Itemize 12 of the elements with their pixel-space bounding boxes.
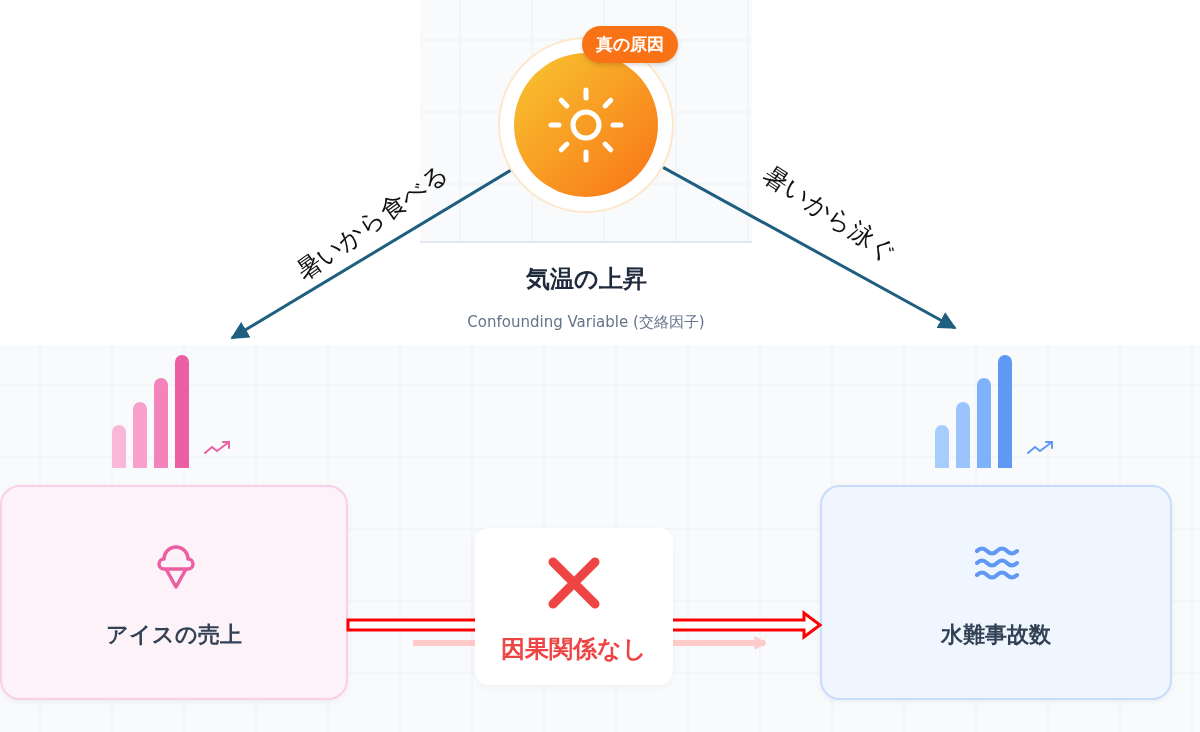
edge-label: 因果関係なし	[500, 634, 648, 665]
node-subtitle: Confounding Variable (交絡因子)	[466, 313, 706, 332]
badge: 真の原因	[582, 26, 678, 63]
edge-label: 暑いから泳ぐ	[756, 158, 904, 271]
arrow	[230, 169, 512, 340]
edge-label: 暑いから食べる	[289, 156, 455, 288]
arrow	[662, 166, 957, 330]
node-label: アイスの売上	[105, 621, 243, 649]
category-card	[0, 485, 348, 700]
category-card	[820, 485, 1172, 700]
node-label: 水難事故数	[939, 621, 1052, 649]
node-title: 気温の上昇	[524, 264, 648, 295]
